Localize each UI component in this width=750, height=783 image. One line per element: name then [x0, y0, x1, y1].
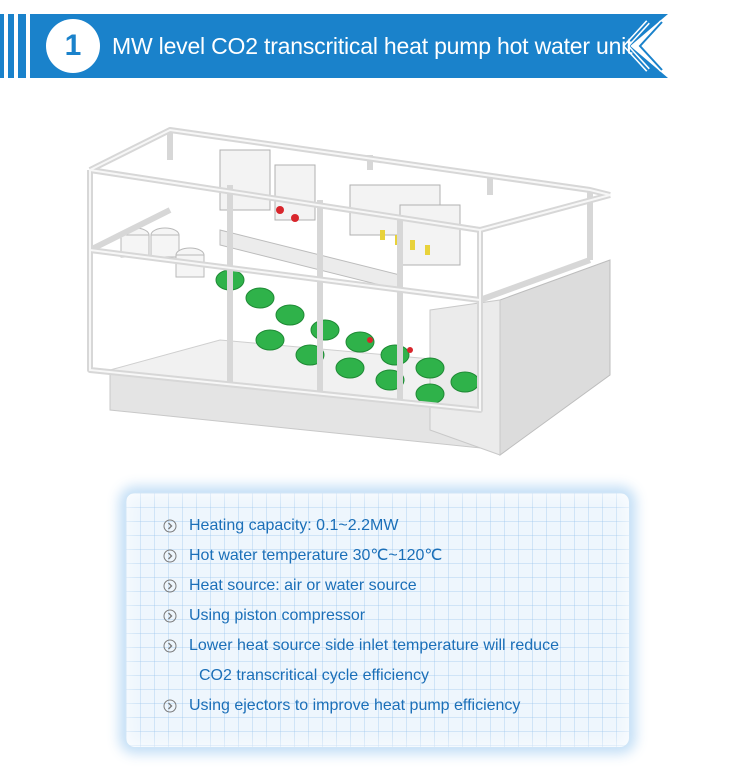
section-number-badge: 1 — [46, 19, 100, 73]
spec-item-inlet-temperature-continued: CO2 transcritical cycle efficiency — [163, 661, 559, 691]
circle-chevron-right-icon — [163, 609, 177, 623]
spec-text: Heat source: air or water source — [189, 577, 417, 594]
spec-item-heating-capacity: Heating capacity: 0.1~2.2MW — [163, 511, 559, 541]
spec-item-heat-source: Heat source: air or water source — [163, 571, 559, 601]
spec-text: Hot water temperature 30℃~120℃ — [189, 547, 443, 564]
circle-chevron-right-icon — [163, 579, 177, 593]
circle-chevron-right-icon — [163, 549, 177, 563]
double-chevron-left-icon — [622, 20, 664, 72]
circle-chevron-right-icon — [163, 699, 177, 713]
spec-list: Heating capacity: 0.1~2.2MW Hot water te… — [163, 511, 559, 721]
header-bar — [40, 14, 668, 78]
section-header: 1 MW level CO2 transcritical heat pump h… — [0, 14, 668, 78]
page-title: MW level CO2 transcritical heat pump hot… — [112, 33, 633, 59]
spec-panel: Heating capacity: 0.1~2.2MW Hot water te… — [125, 492, 630, 748]
circle-chevron-right-icon — [163, 639, 177, 653]
spec-text: Heating capacity: 0.1~2.2MW — [189, 517, 399, 534]
spec-item-inlet-temperature: Lower heat source side inlet temperature… — [163, 631, 559, 661]
circle-chevron-right-icon — [163, 519, 177, 533]
spec-text: Using piston compressor — [189, 607, 366, 624]
header-stripes — [0, 14, 40, 78]
spec-item-ejectors: Using ejectors to improve heat pump effi… — [163, 691, 559, 721]
spec-text: Using ejectors to improve heat pump effi… — [189, 697, 521, 714]
spec-item-hot-water-temperature: Hot water temperature 30℃~120℃ — [163, 541, 559, 571]
heat-pump-unit-illustration — [87, 127, 611, 456]
spec-item-compressor: Using piston compressor — [163, 601, 559, 631]
spec-text: Lower heat source side inlet temperature… — [189, 637, 559, 654]
spec-text: CO2 transcritical cycle efficiency — [199, 667, 429, 684]
